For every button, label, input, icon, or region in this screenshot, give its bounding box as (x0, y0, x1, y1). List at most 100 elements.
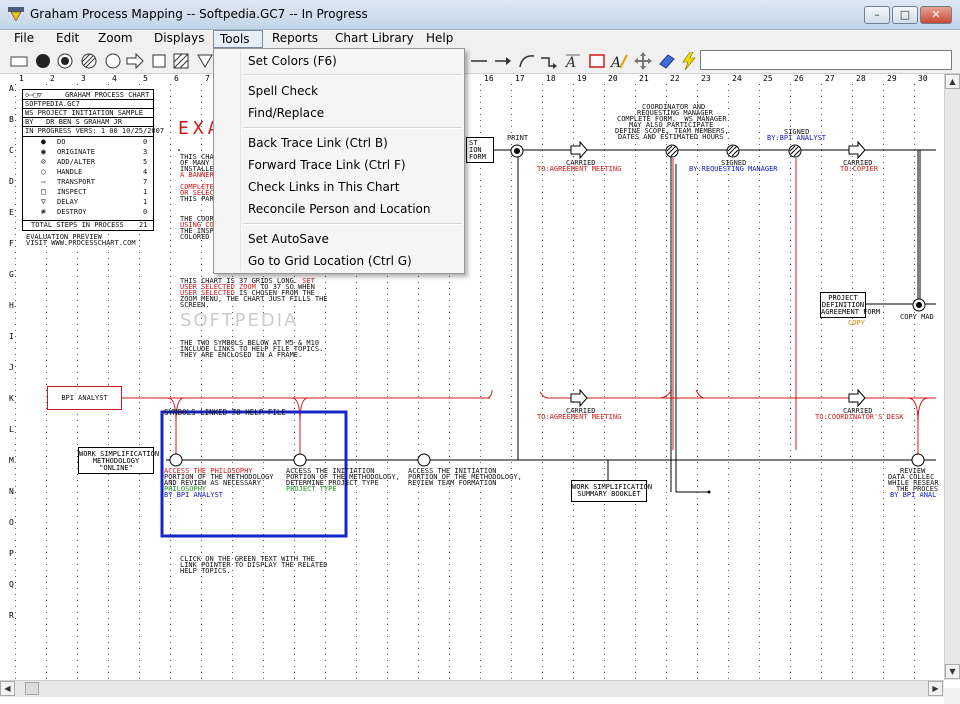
column-label: 17 (515, 74, 525, 83)
note1-line6: OR SELEC (180, 189, 214, 197)
menu-reports[interactable]: Reports (272, 31, 319, 45)
resize-grip[interactable] (944, 688, 960, 704)
bpi-analyst-box[interactable]: BPI ANALYST (47, 386, 122, 410)
delay-symbol-icon: ▽ (41, 197, 46, 206)
menu-item-check-links[interactable]: Check Links in This Chart (248, 180, 400, 194)
m1-philosophy-link[interactable]: PHILOSOPHY (164, 485, 207, 493)
pdaf-copy-label: COPY (848, 319, 865, 327)
review-line4: THE PROCES (896, 485, 939, 493)
horizontal-scrollbar[interactable]: ◀ ▶ (0, 680, 944, 697)
text-tool-icon[interactable]: A (564, 52, 582, 70)
m2-project-type-link[interactable]: PROJECT TYPE (286, 485, 337, 493)
minimize-button[interactable]: – (864, 6, 890, 24)
column-label: 16 (484, 74, 494, 83)
toolbar-text-field[interactable] (700, 50, 952, 70)
carried4-label: CARRIED (843, 407, 873, 415)
column-label: 30 (918, 74, 928, 83)
close-button[interactable]: ✕ (920, 6, 952, 24)
operation-symbol-icon[interactable] (34, 52, 52, 70)
scroll-up-icon[interactable]: ▲ (945, 74, 960, 89)
menu-displays[interactable]: Displays (154, 31, 205, 45)
originate-symbol-icon[interactable] (56, 52, 74, 70)
vertical-scrollbar[interactable]: ▲ ▼ (944, 74, 960, 680)
legend-title: GRAHAM PROCESS CHART (65, 91, 150, 99)
legend-row-count: 1 (143, 198, 148, 206)
print-label: PRINT (507, 134, 529, 142)
transport-arrow-icon[interactable] (126, 52, 144, 70)
menu-item-back-trace-link[interactable]: Back Trace Link (Ctrl B) (248, 136, 388, 150)
note4-line1: THE TWO SYMBOLS BELOW AT M5 & M10 (180, 339, 320, 347)
delay-triangle-icon[interactable] (196, 52, 214, 70)
chart-heading: EXA (178, 118, 223, 139)
coord-line4: MAY ALSO PARTICIPATE (629, 121, 714, 129)
menu-item-reconcile[interactable]: Reconcile Person and Location (248, 202, 431, 216)
note2-line3: THE INSPE (180, 227, 218, 235)
lightning-tool-icon[interactable] (680, 52, 698, 70)
row-label: J (9, 363, 14, 372)
arrow-line-icon[interactable] (494, 52, 512, 70)
menu-item-set-colors[interactable]: Set Colors (F6) (248, 54, 337, 68)
menu-item-spell-check[interactable]: Spell Check (248, 84, 319, 98)
menu-edit[interactable]: Edit (56, 31, 80, 45)
m3-caption-line2: PORTION OF THE METHODOLOGY, (408, 473, 522, 481)
menu-file[interactable]: File (14, 31, 35, 45)
chart-canvas[interactable]: ◇⇨□▽ GRAHAM PROCESS CHART SOFTPEDIA.GC7 … (0, 74, 944, 680)
scroll-down-icon[interactable]: ▼ (945, 664, 960, 679)
menu-tools[interactable]: Tools (213, 30, 263, 48)
note2-line4: COLORED (180, 233, 210, 241)
carried4-to: TO:COORDINATOR'S DESK (815, 413, 904, 421)
inspect-square-icon[interactable] (150, 52, 168, 70)
legend-row-count: 0 (143, 208, 148, 216)
legend-symbols-icon: ◇⇨□▽ (25, 91, 42, 99)
tools-dropdown-menu: Set Colors (F6) Spell Check Find/Replace… (213, 48, 465, 274)
column-label: 26 (794, 74, 804, 83)
menu-zoom[interactable]: Zoom (98, 31, 133, 45)
line-tool-icon[interactable] (470, 52, 488, 70)
handle-symbol-icon: ○ (41, 167, 46, 176)
menu-item-find-replace[interactable]: Find/Replace (248, 106, 325, 120)
softpedia-watermark: SOFTPEDIA (180, 310, 299, 331)
move-tool-icon[interactable] (634, 52, 652, 70)
legend-row-label: INSPECT (57, 188, 87, 196)
connector-tool-icon[interactable] (540, 52, 558, 70)
menu-help[interactable]: Help (426, 31, 454, 45)
row-label: M (9, 456, 14, 465)
legend-row-label: DESTROY (57, 208, 87, 216)
hatched-square-icon[interactable] (172, 52, 190, 70)
do-symbol-icon: ● (41, 137, 46, 146)
note3-line3: USER SELECTED IS CHOSEN FROM THE (180, 289, 315, 297)
maximize-button[interactable]: □ (892, 6, 918, 24)
handle-symbol-icon[interactable] (104, 52, 122, 70)
column-label: 3 (81, 74, 86, 83)
title-bar: Graham Process Mapping -- Softpedia.GC7 … (0, 0, 960, 30)
add-alter-symbol-icon[interactable] (80, 52, 98, 70)
review-line1: REVIEW (900, 467, 926, 475)
rectangle-tool-icon[interactable] (10, 52, 28, 70)
column-label: 1 (19, 74, 24, 83)
column-label: 23 (701, 74, 711, 83)
menu-item-forward-trace-link[interactable]: Forward Trace Link (Ctrl F) (248, 158, 406, 172)
horizontal-scroll-thumb[interactable] (25, 682, 39, 695)
legend-row-label: TRANSPORT (57, 178, 95, 186)
legend-file: SOFTPEDIA.GC7 (25, 100, 80, 108)
menu-bar: File Edit Zoom Displays Tools Reports Ch… (0, 30, 960, 48)
menu-item-set-autosave[interactable]: Set AutoSave (248, 232, 329, 246)
coord-line3: COMPLETE FORM. WS MANAGER (617, 115, 727, 123)
menu-chart-library[interactable]: Chart Library (335, 31, 414, 45)
legend-row-label: HANDLE (57, 168, 83, 176)
app-icon[interactable] (8, 7, 24, 21)
carried1-label: CARRIED (566, 159, 596, 167)
arc-tool-icon[interactable] (518, 52, 536, 70)
chart-legend[interactable]: ◇⇨□▽ GRAHAM PROCESS CHART SOFTPEDIA.GC7 … (22, 89, 164, 231)
scroll-left-icon[interactable]: ◀ (0, 681, 15, 696)
menu-item-go-to-grid[interactable]: Go to Grid Location (Ctrl G) (248, 254, 412, 268)
text-color-icon[interactable]: A (610, 52, 628, 70)
row-label: E (9, 208, 14, 217)
scroll-right-icon[interactable]: ▶ (928, 681, 943, 696)
eraser-tool-icon[interactable] (658, 52, 676, 70)
frame-tool-icon[interactable] (588, 52, 606, 70)
